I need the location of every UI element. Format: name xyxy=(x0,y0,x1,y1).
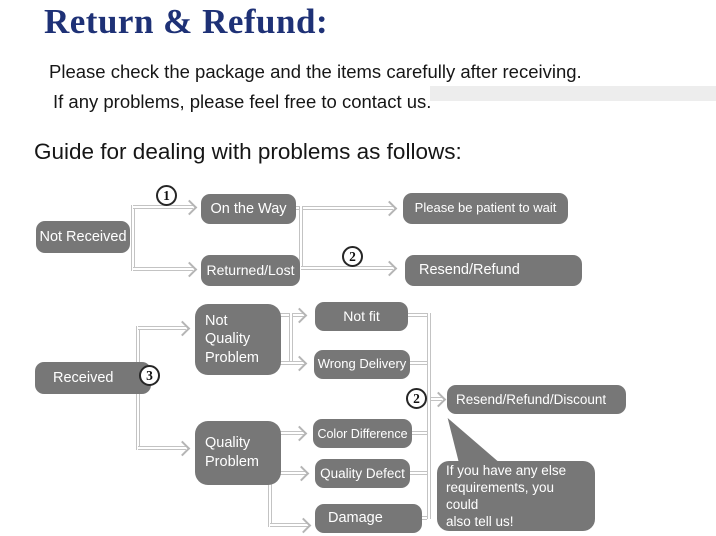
node-wrong-delivery: Wrong Delivery xyxy=(314,350,410,379)
node-not-fit: Not fit xyxy=(315,302,408,331)
node-quality-defect: Quality Defect xyxy=(315,459,410,488)
stub-quality-defect xyxy=(410,471,427,475)
node-resend-refund-discount: Resend/Refund/Discount xyxy=(447,385,626,414)
connector-to-not-fit xyxy=(267,313,305,317)
connector-to-please-wait xyxy=(296,206,393,210)
guide-heading: Guide for dealing with problems as follo… xyxy=(34,139,462,164)
node-damage: Damage xyxy=(315,504,422,533)
stub-to-discount xyxy=(431,397,442,401)
speech-bubble-note: If you have any else requirements, you c… xyxy=(437,461,595,531)
node-not-received: Not Received xyxy=(36,221,130,253)
node-received: Received xyxy=(35,362,151,394)
connector-on-the-way-down xyxy=(299,206,303,270)
speech-bubble-tail xyxy=(447,417,501,465)
arrowhead-icon xyxy=(291,355,308,372)
node-please-be-patient: Please be patient to wait xyxy=(403,193,568,224)
connector-to-quality-defect xyxy=(270,471,307,475)
arrowhead-icon xyxy=(381,200,398,217)
subtitle-line-1: Please check the package and the items c… xyxy=(49,61,582,82)
arrowhead-icon xyxy=(291,307,308,324)
page-title: Return & Refund: xyxy=(44,2,329,41)
connector-to-color-difference xyxy=(268,431,305,435)
step-marker-1: 1 xyxy=(156,185,177,206)
connector-nqp-fan xyxy=(289,313,293,365)
connector-to-damage xyxy=(270,523,309,527)
arrowhead-icon xyxy=(291,425,308,442)
arrowhead-icon xyxy=(295,517,312,534)
stub-color-difference xyxy=(412,431,427,435)
connector-not-received-branch xyxy=(131,205,135,271)
step-marker-2-bottom: 2 xyxy=(406,388,427,409)
node-not-quality-problem: Not Quality Problem xyxy=(195,304,281,375)
node-on-the-way: On the Way xyxy=(201,194,296,224)
step-marker-3: 3 xyxy=(139,365,160,386)
step-marker-2-top: 2 xyxy=(342,246,363,267)
arrowhead-icon xyxy=(293,465,310,482)
background-band xyxy=(430,86,716,101)
connector-collector xyxy=(427,313,431,519)
node-quality-problem: Quality Problem xyxy=(195,421,281,485)
node-returned-lost: Returned/Lost xyxy=(201,255,300,286)
stub-wrong-delivery xyxy=(410,361,427,365)
arrowhead-icon xyxy=(181,199,198,216)
subtitle-line-2: If any problems, please feel free to con… xyxy=(53,91,432,112)
arrowhead-icon xyxy=(430,391,447,408)
stub-not-fit xyxy=(408,313,427,317)
connector-to-wrong-delivery xyxy=(267,361,305,365)
node-resend-refund: Resend/Refund xyxy=(405,255,582,286)
node-color-difference: Color Difference xyxy=(313,419,412,448)
connector-to-not-quality-problem xyxy=(138,326,186,330)
arrowhead-icon xyxy=(174,440,191,457)
connector-to-returned-lost xyxy=(133,267,193,271)
connector-to-resend-refund xyxy=(301,266,393,270)
arrowhead-icon xyxy=(381,260,398,277)
arrowhead-icon xyxy=(174,320,191,337)
connector-to-quality-problem xyxy=(138,446,186,450)
arrowhead-icon xyxy=(181,261,198,278)
